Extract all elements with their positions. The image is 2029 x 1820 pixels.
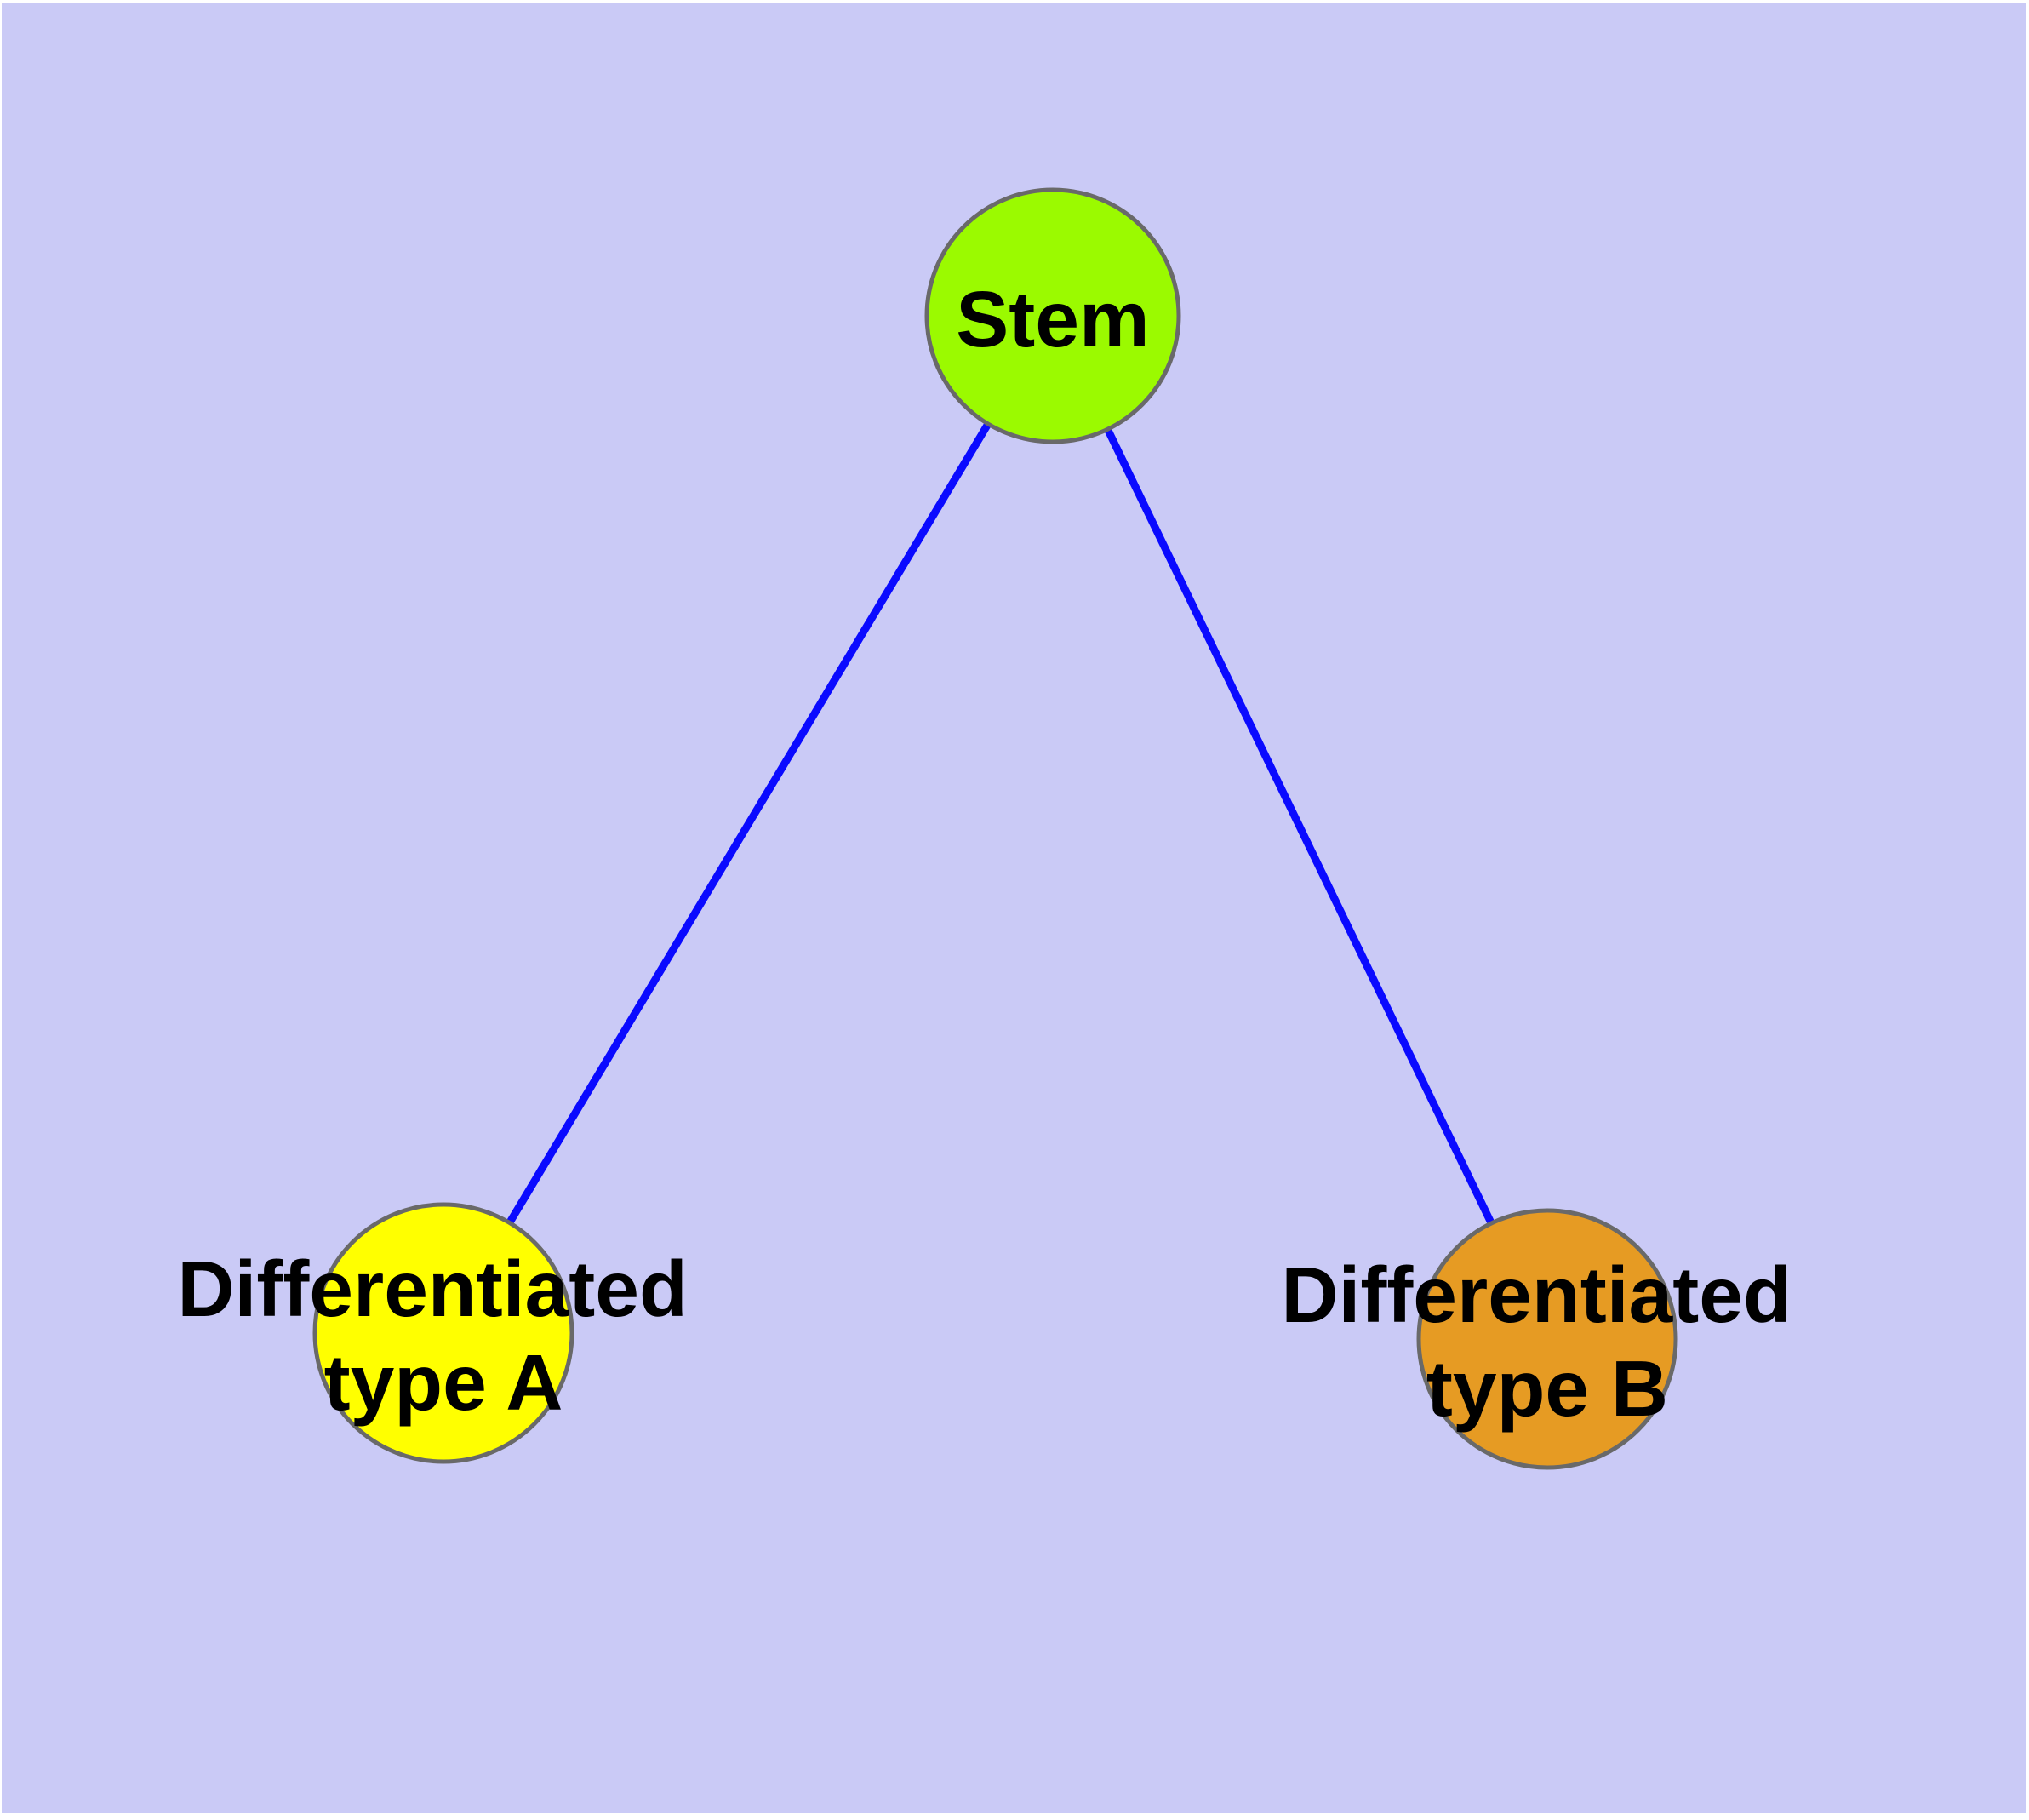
node-type-b-circle	[1416, 1208, 1678, 1470]
node-type-a-label-line1: Differentiated	[177, 1245, 687, 1333]
node-type-a-label-line2: type A	[324, 1338, 563, 1427]
edge-stem-to-type-b	[1049, 314, 1552, 1341]
edge-group	[440, 313, 1552, 1341]
node-stem: Stem	[924, 187, 1181, 444]
node-type-a: Differentiated type A	[177, 1202, 709, 1464]
node-type-a-circle	[312, 1202, 574, 1464]
edge-stem-to-type-a	[440, 313, 1056, 1336]
node-type-b: Differentiated type B	[1281, 1208, 1813, 1470]
node-stem-circle	[924, 187, 1181, 444]
node-type-b-label-line1: Differentiated	[1281, 1251, 1791, 1339]
node-type-b-label: Differentiated type B	[1281, 1251, 1813, 1433]
node-type-b-label-line2: type B	[1426, 1344, 1668, 1433]
node-stem-label: Stem	[956, 275, 1149, 363]
node-type-a-label: Differentiated type A	[177, 1245, 709, 1427]
